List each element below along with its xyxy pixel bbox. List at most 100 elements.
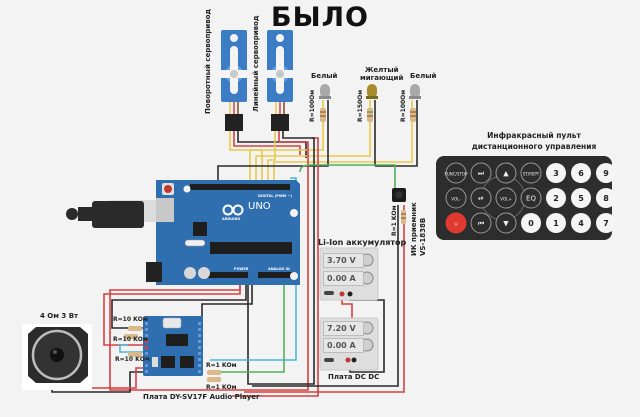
- player-component: [152, 357, 158, 367]
- remote-button[interactable]: [520, 187, 542, 209]
- led2-label-line1: Желтый: [364, 66, 399, 74]
- wire-ir-signal: [299, 164, 396, 190]
- resistor-1k-label-2: R=1 KОм: [206, 384, 237, 391]
- remote-number-label: 0: [528, 219, 534, 228]
- remote-button-label: VOL-: [451, 197, 461, 202]
- wire-power-bus-2: [232, 137, 319, 397]
- remote-button[interactable]: [520, 162, 542, 184]
- resistor-10k-2: [124, 334, 138, 339]
- remote-number-button[interactable]: [571, 213, 591, 233]
- dcdc-switch: [324, 358, 334, 362]
- remote-title: Инфракрасный пульт дистанционного управл…: [454, 130, 614, 152]
- pin: [198, 364, 201, 367]
- led-rim: [409, 96, 421, 99]
- servo-connector: [225, 114, 243, 131]
- servo-connector: [271, 114, 289, 131]
- remote-number-label: 8: [603, 194, 609, 203]
- remote-number-button[interactable]: [571, 188, 591, 208]
- resistor-10k-3: [128, 352, 142, 357]
- remote-button[interactable]: [470, 187, 492, 209]
- remote-number-label: 7: [603, 219, 609, 228]
- pin: [145, 370, 148, 373]
- servo-linear-label: Линейный сервопривод: [252, 15, 260, 112]
- remote-number-button[interactable]: [521, 213, 541, 233]
- ir-sensor-lens: [395, 191, 403, 199]
- battery-label: Li-Ion аккумулятор: [318, 238, 407, 247]
- remote-button-label: ▼: [503, 220, 509, 228]
- remote-button[interactable]: [445, 187, 467, 209]
- speaker-dustcap: [50, 348, 64, 362]
- digital-header: [190, 184, 290, 190]
- led3-resistor-label: R=100Ом: [400, 89, 407, 122]
- wire-player-power: [103, 284, 241, 346]
- pin: [198, 328, 201, 331]
- arduino-uno-board: [146, 180, 300, 285]
- arduino-logo: [222, 204, 244, 216]
- remote-title-line1: Инфракрасный пульт: [487, 131, 581, 140]
- player-chip-amp2: [180, 356, 194, 368]
- logo-loop: [232, 204, 244, 216]
- dcdc-label: Плата DC DC: [328, 373, 380, 381]
- remote-button[interactable]: [495, 212, 517, 234]
- resistor: [410, 108, 416, 122]
- pin: [198, 340, 201, 343]
- remote-number-label: 9: [603, 169, 609, 178]
- wire-led3-gnd: [375, 100, 418, 167]
- remote-number-button[interactable]: [596, 213, 616, 233]
- remote-number-label: 1: [553, 219, 559, 228]
- servo-shaft: [276, 70, 284, 78]
- resistor-1k-2: [207, 377, 221, 382]
- resistor-10k-label-2: R=10 KОм: [113, 336, 148, 343]
- wire-player-gnd: [111, 284, 247, 329]
- arduino-power-label: POWER: [234, 267, 249, 271]
- ir-resistor-label: R=1 KОм: [391, 205, 398, 236]
- mount-hole: [290, 209, 298, 217]
- dcdc-terminal-plus: [345, 357, 351, 363]
- capacitor: [198, 267, 210, 279]
- remote-button[interactable]: [495, 187, 517, 209]
- remote-number-button[interactable]: [546, 163, 566, 183]
- resistor: [367, 108, 373, 122]
- remote-number-button[interactable]: [596, 188, 616, 208]
- micro-usb-port: [162, 317, 182, 329]
- led2-label-line2: мигающий: [360, 74, 404, 82]
- battery-voltage-display: 3.70 V: [323, 253, 364, 268]
- usb-plug-body: [92, 201, 144, 228]
- diagram-title: БЫЛО: [271, 2, 369, 33]
- atmega-chip: [210, 242, 292, 254]
- pin: [198, 352, 201, 355]
- pin: [145, 340, 148, 343]
- remote-button-label: ⏮: [478, 220, 484, 228]
- wire-ground-bus: [247, 137, 315, 385]
- remote-number-button[interactable]: [571, 163, 591, 183]
- remote-button-label: ST/REPT: [523, 172, 540, 177]
- player-pins-left: [145, 322, 148, 373]
- resistor-10k-label-1: R=10 KОм: [113, 316, 148, 323]
- mount-hole: [290, 272, 298, 280]
- pin: [145, 358, 148, 361]
- remote-button[interactable]: [470, 162, 492, 184]
- remote-button[interactable]: [495, 162, 517, 184]
- led1-label: Белый: [311, 72, 338, 80]
- battery-switch: [324, 291, 334, 295]
- remote-button[interactable]: [470, 212, 492, 234]
- remote-number-button[interactable]: [596, 163, 616, 183]
- audio-player-board: [124, 316, 221, 382]
- led3-label: Белый: [410, 72, 437, 80]
- servo-mount-hole: [276, 34, 284, 42]
- remote-button-label: EQ: [526, 195, 536, 203]
- player-pins-right: [198, 322, 201, 373]
- remote-number-button[interactable]: [546, 213, 566, 233]
- usb-strain-relief: [78, 207, 94, 221]
- remote-number-button[interactable]: [546, 188, 566, 208]
- arduino-analog-label: ANALOG IN: [268, 267, 290, 271]
- remote-number-label: 4: [578, 219, 584, 228]
- remote-power-button[interactable]: [445, 212, 467, 234]
- arduino-model-label: UNO: [248, 201, 271, 212]
- power-icon: ⏻: [454, 222, 458, 227]
- pin: [145, 328, 148, 331]
- remote-number-label: 5: [578, 194, 584, 203]
- remote-button[interactable]: [445, 162, 467, 184]
- servo-rotary-label: Поворотный сервопривод: [204, 8, 212, 114]
